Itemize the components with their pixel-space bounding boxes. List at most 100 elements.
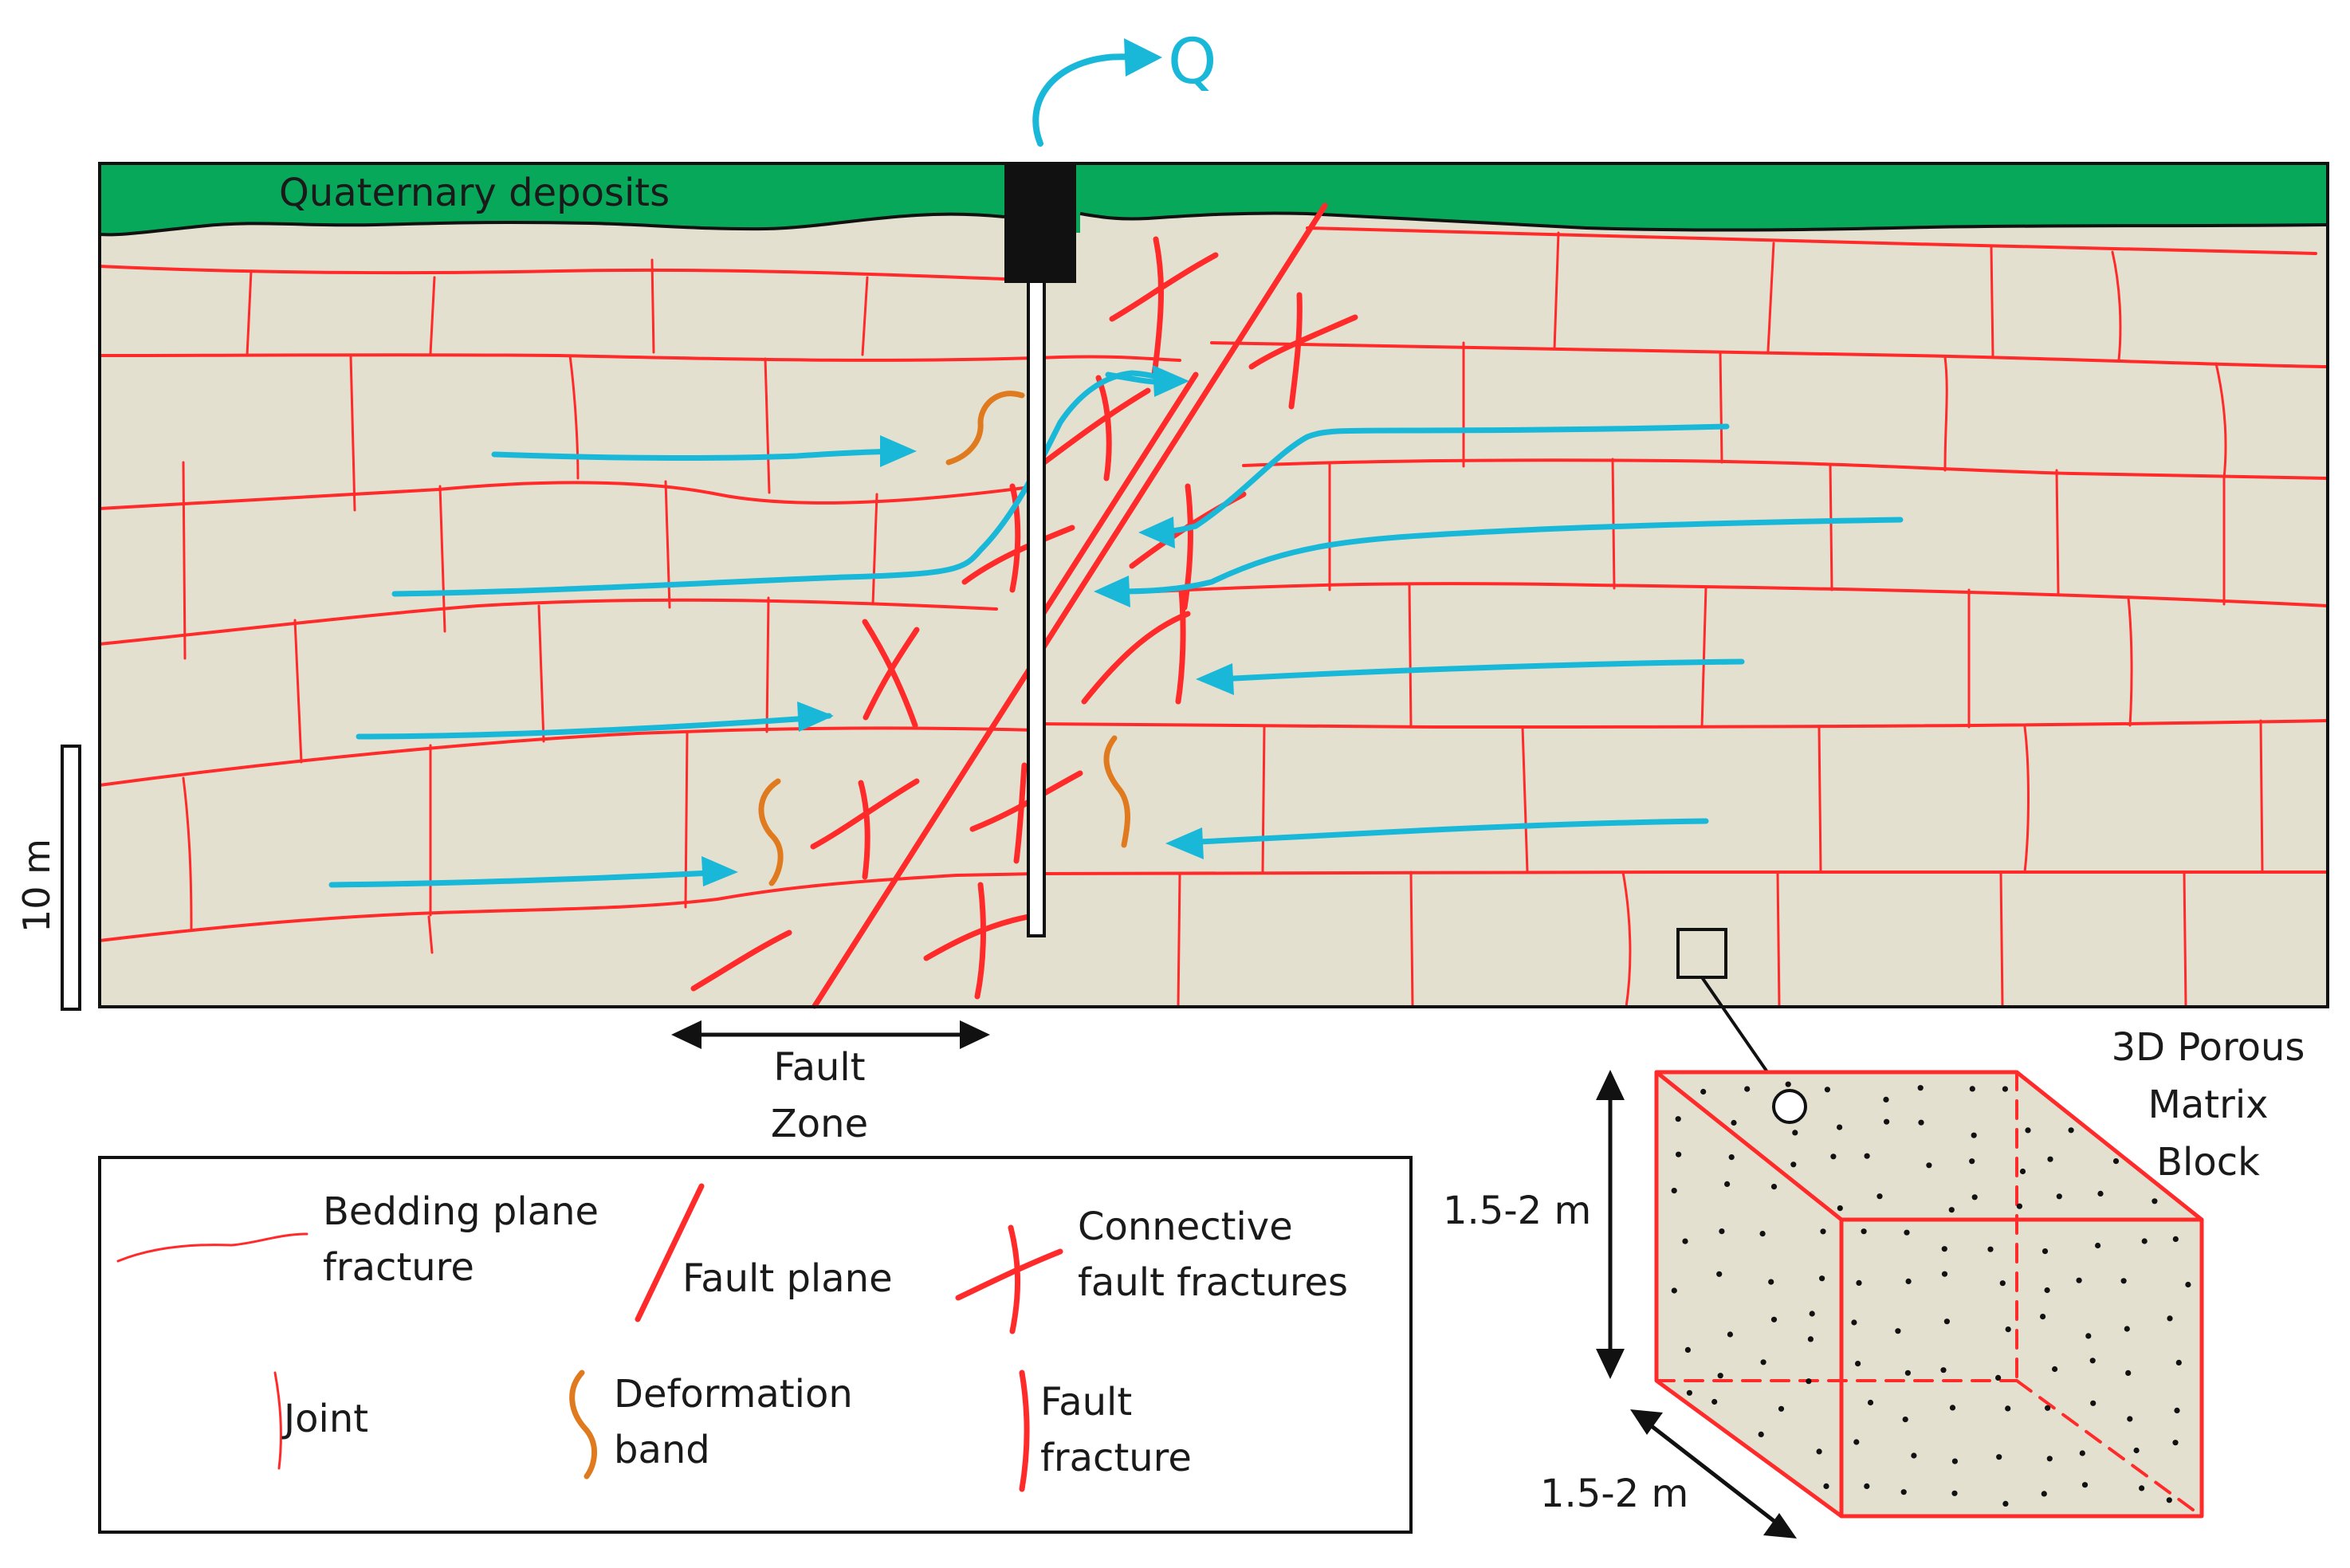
quaternary-label: Quaternary deposits: [279, 171, 670, 215]
pore-dot: [2068, 1127, 2074, 1134]
pore-dot: [1717, 1373, 1723, 1379]
pore-dot: [1790, 1161, 1797, 1168]
sample-point: [1772, 1089, 1807, 1124]
pore-dot: [2125, 1370, 2132, 1376]
pore-dot: [2120, 1278, 2127, 1284]
pore-dot: [2166, 1497, 2172, 1503]
pore-dot: [1900, 1489, 1907, 1495]
pore-dot: [2041, 1491, 2047, 1497]
fault-zone-label-2: Zone: [771, 1102, 868, 1146]
pore-dot: [2185, 1281, 2191, 1288]
pore-dot: [1819, 1275, 1825, 1282]
pore-dot: [2167, 1315, 2173, 1322]
pore-dot: [1778, 1405, 1785, 1412]
discharge-indicator: Q: [1032, 26, 1216, 147]
pore-dot: [2079, 1450, 2085, 1456]
pore-dot: [2172, 1236, 2179, 1242]
pore-dot: [1724, 1181, 1731, 1187]
legend-fault-plane-symbol: [635, 1183, 705, 1322]
pore-dot: [2076, 1277, 2082, 1283]
block-title-1: 3D Porous: [2112, 1025, 2305, 1070]
pore-dot: [1918, 1119, 1924, 1126]
pore-dot: [1837, 1205, 1843, 1212]
legend-deformation-label-2: band: [614, 1428, 710, 1472]
pore-dot: [2095, 1242, 2101, 1249]
pore-dot: [1895, 1328, 1901, 1334]
pore-dot: [1949, 1405, 1956, 1411]
pore-dot: [1905, 1278, 1912, 1284]
legend-deformation-symbol: [569, 1370, 598, 1480]
pore-dot: [2042, 1248, 2049, 1255]
pore-dot: [1996, 1454, 2002, 1460]
matrix-block-inset: 1.5-2 m 1.5-2 m 3D Porous Matrix Block: [1443, 928, 2305, 1539]
pumping-well: [1004, 163, 1076, 937]
legend-bedding-label-2: fracture: [323, 1245, 474, 1290]
pore-dot: [1971, 1132, 1977, 1138]
scale-bar: 10 m: [15, 745, 81, 1011]
legend-fault-fracture-label-1: Fault: [1040, 1380, 1132, 1425]
block-title-3: Block: [2156, 1140, 2260, 1185]
rock-body: [100, 163, 2328, 1007]
pore-dot: [1917, 1085, 1924, 1091]
pore-dot: [2172, 1440, 2179, 1446]
bedding-plane-fractures: [98, 226, 2329, 942]
pore-dot: [1987, 1246, 1994, 1252]
pore-dot: [1675, 1116, 1681, 1122]
quaternary-base-contact: [99, 211, 2328, 237]
flow-arrowheads: [701, 365, 1234, 886]
pore-dot: [1855, 1361, 1861, 1367]
pore-dot: [2174, 1407, 2180, 1413]
wellhead: [1004, 163, 1076, 283]
pore-dot: [1824, 1087, 1830, 1093]
pore-dot: [1867, 1399, 1874, 1406]
pore-dot: [1809, 1311, 1815, 1317]
legend-bedding-label-1: Bedding plane: [323, 1189, 599, 1234]
well-casing: [1027, 279, 1046, 937]
pore-dot: [1676, 1151, 1682, 1157]
connective-fault-fractures: [690, 236, 1358, 1000]
pore-dot: [1671, 1287, 1677, 1294]
pore-dot: [1837, 1124, 1843, 1130]
pore-dot: [1969, 1158, 1975, 1165]
fault-zone-indicator: Fault Zone: [671, 1020, 990, 1146]
pore-dot: [1853, 1439, 1860, 1445]
block-depth-label: 1.5-2 m: [1540, 1472, 1688, 1516]
pore-dot: [1902, 1417, 1908, 1423]
discharge-label: Q: [1168, 26, 1216, 98]
pore-dot: [1911, 1452, 1917, 1459]
pore-dot: [2016, 1203, 2022, 1209]
pore-dot: [2089, 1358, 2096, 1364]
pore-dot: [1971, 1194, 1978, 1201]
cross-section-border: [98, 162, 2329, 1008]
pore-dot: [2002, 1086, 2008, 1092]
pore-dot: [2175, 1359, 2182, 1366]
pore-dot: [1731, 1119, 1737, 1126]
pore-dot: [1926, 1162, 1932, 1169]
pore-dot: [1864, 1483, 1870, 1489]
pore-dot: [2152, 1198, 2158, 1204]
legend-connective-label-2: fault fractures: [1078, 1260, 1348, 1305]
cross-section: [98, 162, 2329, 1009]
pore-dot: [1807, 1336, 1814, 1342]
pore-dot: [1700, 1088, 1707, 1095]
legend-fault-fracture-symbol: [1019, 1370, 1030, 1492]
pore-dot: [1820, 1228, 1826, 1235]
pore-dot: [1727, 1331, 1733, 1338]
pore-dot: [2044, 1287, 2050, 1294]
pore-dot: [1876, 1193, 1883, 1200]
pore-dot: [1686, 1389, 1692, 1396]
fault-zone-label-1: Fault: [773, 1045, 865, 1090]
fault-plane-hanging: [1035, 371, 1199, 625]
legend-joint-label: Joint: [281, 1397, 368, 1441]
pore-dot: [1941, 1271, 1948, 1277]
pore-dot: [1768, 1279, 1774, 1285]
pore-dot: [2046, 1456, 2053, 1462]
pore-dot: [1851, 1319, 1857, 1326]
pore-dot: [1816, 1448, 1822, 1455]
pore-dot: [1684, 1346, 1691, 1353]
legend-connective-label-1: Connective: [1078, 1204, 1293, 1249]
block-height-label: 1.5-2 m: [1443, 1189, 1591, 1233]
pore-dot: [1883, 1096, 1889, 1102]
pore-dot: [2019, 1168, 2026, 1175]
